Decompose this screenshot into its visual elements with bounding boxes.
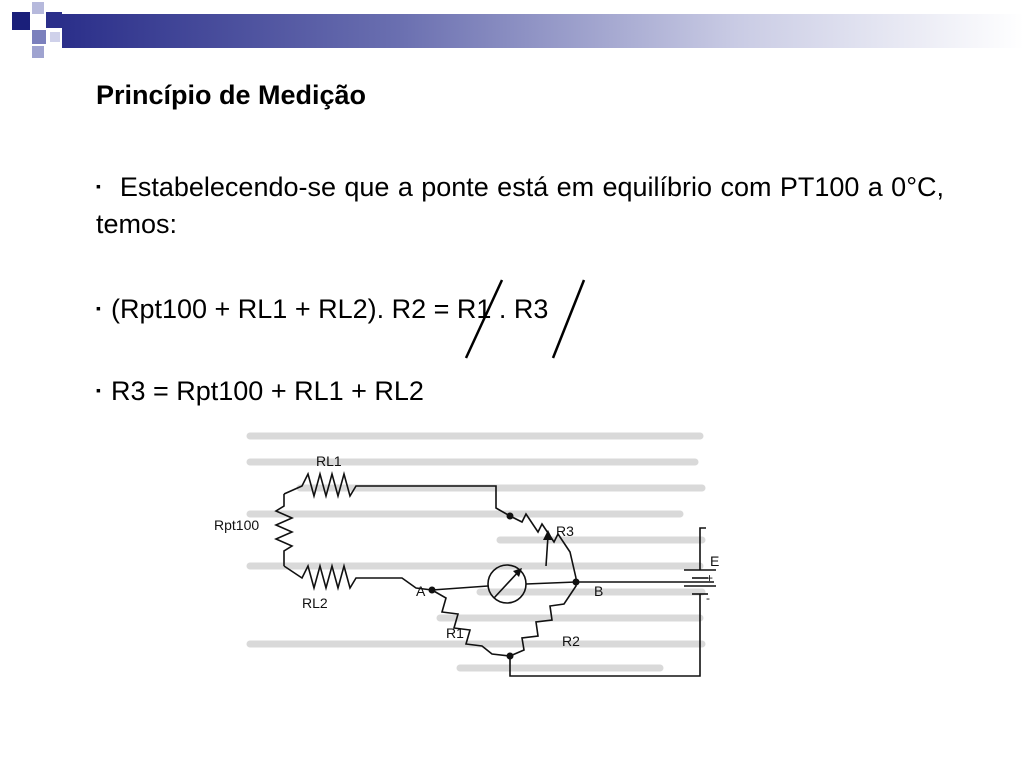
bullet-text: R3 = Rpt100 + RL1 + RL2: [110, 376, 424, 406]
square-dark: [12, 12, 30, 30]
galvanometer-wire-a: [431, 585, 489, 591]
square-light: [50, 32, 60, 42]
wire-bottom-loop: [509, 594, 701, 677]
r3-resistor: [509, 512, 577, 579]
galvanometer-arrow-head: [513, 568, 522, 577]
bullet-text: Estabelecendo-se que a ponte está em equ…: [96, 172, 944, 239]
label-a: A: [416, 583, 426, 599]
rpt100-resistor: [274, 494, 294, 566]
label-minus: -: [706, 591, 710, 605]
node-b: [572, 578, 580, 586]
rl1-resistor: [283, 470, 511, 517]
bullet-equilibrium: ▪Estabelecendo-se que a ponte está em eq…: [96, 168, 944, 243]
galvanometer-wire-b: [525, 581, 577, 585]
bullet-text: (Rpt100 + RL1 + RL2). R2 = R1 . R3: [110, 294, 549, 324]
wheatstone-bridge-diagram: RL1 Rpt100 RL2 R3 A B R1 R2 E + -: [214, 453, 719, 677]
label-rpt100: Rpt100: [214, 517, 259, 533]
r2-resistor: [509, 578, 577, 657]
label-b: B: [594, 583, 603, 599]
rl2-resistor: [283, 562, 433, 592]
label-e: E: [710, 553, 719, 569]
node-a: [428, 586, 436, 594]
square-dark: [46, 12, 62, 28]
square-light: [32, 2, 44, 14]
label-r3: R3: [556, 523, 574, 539]
label-rl1: RL1: [316, 453, 342, 469]
bullet-marker: ▪: [96, 382, 101, 398]
r1-resistor: [431, 589, 511, 657]
bullet-marker: ▪: [96, 178, 102, 194]
r3-variable-arrow: [545, 535, 549, 567]
bullet-equation-2: ▪ R3 = Rpt100 + RL1 + RL2: [96, 372, 944, 410]
label-r2: R2: [562, 633, 580, 649]
galvanometer: [487, 564, 527, 604]
label-plus: +: [706, 571, 713, 585]
galvanometer-needle: [493, 569, 521, 599]
slide-title: Princípio de Medição: [96, 80, 367, 110]
label-rl2: RL2: [302, 595, 328, 611]
label-r1: R1: [446, 625, 464, 641]
header-banner: [62, 14, 1024, 48]
scanned-text-background: [246, 432, 706, 672]
square-mid: [32, 30, 46, 44]
r3-arrow-head: [543, 530, 553, 540]
wire-battery-top: [699, 527, 706, 570]
node-top: [506, 512, 514, 520]
bullet-equation-1: ▪ (Rpt100 + RL1 + RL2). R2 = R1 . R3: [96, 290, 944, 328]
bullet-marker: ▪: [96, 300, 101, 316]
corner-decoration: [0, 0, 80, 64]
node-bottom: [506, 652, 514, 660]
square-light: [32, 46, 44, 58]
